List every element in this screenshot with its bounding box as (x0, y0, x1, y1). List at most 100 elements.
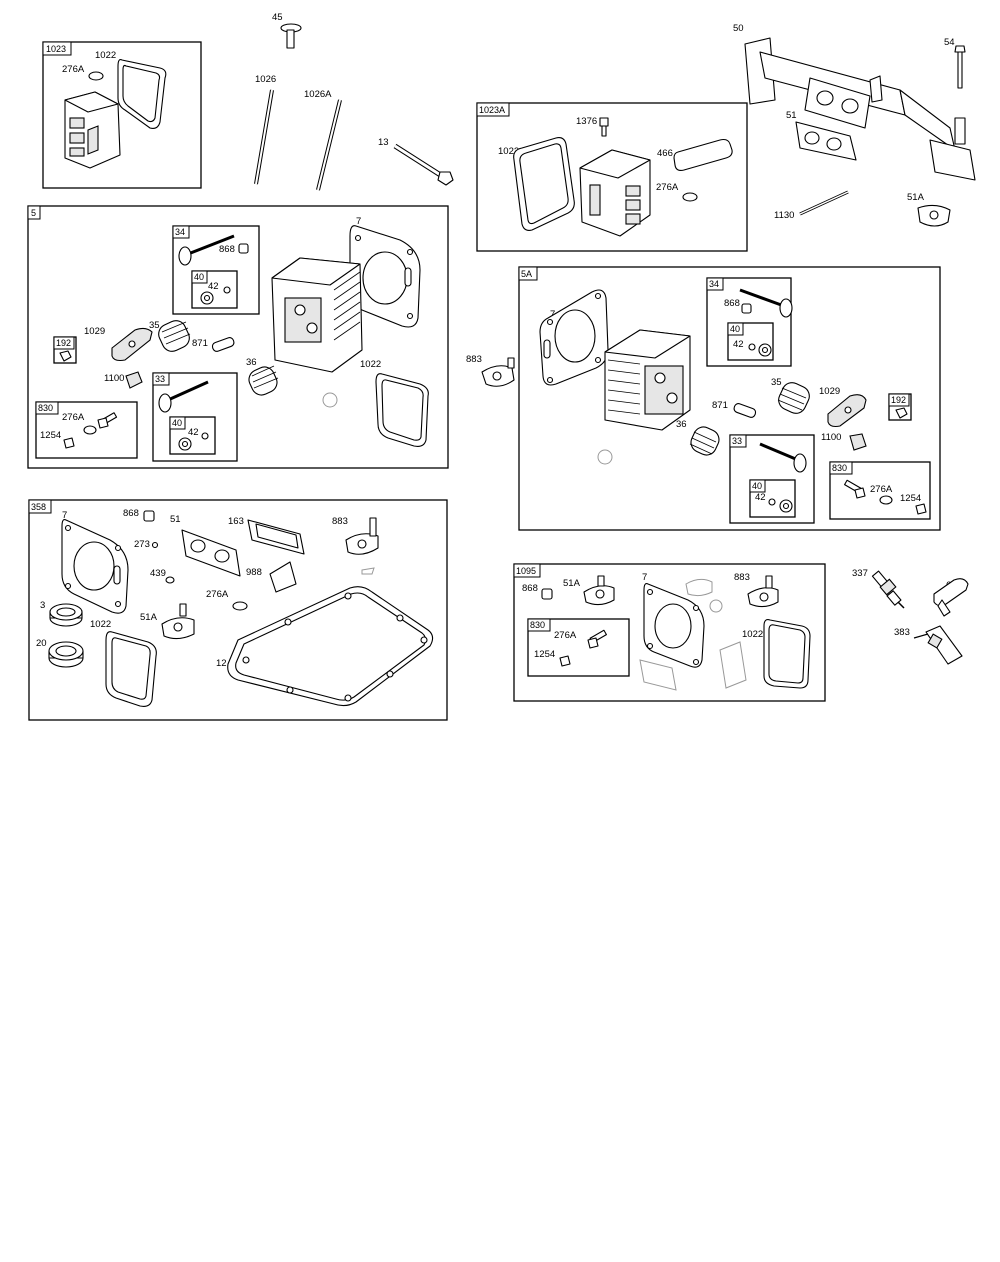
part-51a-gasket-b (161, 603, 195, 640)
part-1029-rocker (111, 327, 153, 362)
tag-5-40a: 40 (194, 272, 204, 282)
tag-5-40b: 40 (172, 418, 182, 428)
part-51-gasket-b (181, 529, 241, 577)
part-36-spring-b (689, 426, 720, 456)
label-1026a: 1026A (304, 89, 332, 100)
label-5a-36: 36 (676, 419, 687, 430)
label-1023a-1376: 1376 (576, 116, 597, 127)
part-36-spring (248, 365, 279, 396)
label-358-439: 439 (150, 568, 166, 579)
tag-1023: 1023 (46, 44, 66, 54)
part-51a-gasket (917, 204, 951, 227)
label-1095-883: 883 (734, 572, 750, 583)
part-337-spark-plug (871, 570, 905, 609)
part-12-crankcase-gasket (227, 586, 434, 707)
label-358-868: 868 (123, 508, 139, 519)
box-5-40a (191, 270, 238, 309)
tag-1095-830: 830 (530, 620, 545, 630)
part-7-head-gasket (349, 225, 421, 328)
label-5a-1254: 1254 (900, 493, 921, 504)
part-ref-plate (719, 641, 747, 689)
box-5a (518, 266, 941, 531)
part-883-gasket-b (345, 517, 379, 555)
part-988-plate (269, 561, 297, 593)
part-1254-nut (63, 437, 75, 449)
tag-5-830: 830 (38, 403, 53, 413)
part-51-gasket (795, 121, 857, 161)
label-358-51a: 51A (140, 612, 158, 623)
part-42-keeper-b (201, 432, 209, 440)
part-192-nut (59, 350, 72, 362)
part-ref-small (361, 567, 375, 575)
label-1095-1022: 1022 (742, 629, 763, 640)
label-1095-868: 868 (522, 583, 538, 594)
label-358-163: 163 (228, 516, 244, 527)
part-54-bolt (954, 45, 966, 89)
label-337: 337 (852, 568, 868, 579)
label-5a-7: 7 (550, 309, 555, 320)
part-1026a-push-rod (316, 99, 342, 191)
part-valve-cover (64, 91, 121, 169)
part-42-keeper-c (748, 343, 756, 351)
label-5-871: 871 (192, 338, 208, 349)
label-1130: 1130 (774, 210, 794, 221)
label-45: 45 (272, 12, 283, 23)
part-1254-nut-c (559, 655, 571, 667)
label-5a-871: 871 (712, 400, 728, 411)
label-5-42a: 42 (208, 281, 219, 292)
label-358-883: 883 (332, 516, 348, 527)
label-1023a-466: 466 (657, 148, 673, 159)
part-830-stud-c (587, 629, 607, 649)
label-5-1029: 1029 (84, 326, 105, 337)
part-276a-washer-e (232, 601, 248, 611)
part-439-ring (165, 576, 175, 584)
box-5-33 (152, 372, 238, 462)
label-358-276a: 276A (206, 589, 229, 600)
label-5a-276a: 276A (870, 484, 893, 495)
part-276a-washer (88, 71, 104, 81)
label-51a-top: 51A (907, 192, 925, 203)
label-1095-276a: 276A (554, 630, 577, 641)
label-1023a-276a: 276A (656, 182, 679, 193)
box-1095-830 (527, 618, 630, 677)
label-5a-868: 868 (724, 298, 740, 309)
box-5-34 (172, 225, 260, 315)
label-1023-1022: 1022 (95, 50, 116, 61)
part-cylinder-head (271, 257, 363, 373)
box-1095 (513, 563, 826, 702)
tag-5a-830: 830 (832, 463, 847, 473)
part-635-boot (933, 578, 969, 617)
box-1023 (42, 41, 202, 189)
part-20-seal (48, 641, 84, 668)
part-42-keeper (223, 286, 231, 294)
label-5-276a: 276A (62, 412, 85, 423)
label-358-20: 20 (36, 638, 47, 649)
label-5a-35: 35 (771, 377, 782, 388)
part-45-bolt (280, 23, 302, 49)
part-883-gasket-c (747, 575, 779, 608)
part-35-spring (158, 320, 191, 352)
part-ref-883 (685, 578, 713, 597)
part-871-guide-b (733, 403, 757, 418)
box-358 (28, 499, 448, 721)
tag-1023a: 1023A (479, 105, 505, 115)
label-1026: 1026 (255, 74, 276, 85)
tag-5a-33: 33 (732, 436, 742, 446)
part-valve-cover-b (579, 149, 651, 237)
part-ref-washer (322, 392, 338, 408)
part-cylinder-head-b (604, 329, 691, 431)
box-5a-830 (829, 461, 931, 520)
label-1023-276a: 276A (62, 64, 85, 75)
label-13: 13 (378, 137, 389, 148)
label-50: 50 (733, 23, 744, 34)
label-1095-51a: 51A (563, 578, 581, 589)
label-1095-7: 7 (642, 572, 647, 583)
tag-5: 5 (31, 208, 36, 218)
tag-5a-192: 192 (891, 395, 906, 405)
label-5a-42a: 42 (733, 339, 744, 350)
label-358-7: 7 (62, 510, 67, 521)
part-1376-bolt (599, 117, 609, 137)
part-3-seal (49, 603, 83, 627)
part-192-nut-b (895, 407, 908, 419)
